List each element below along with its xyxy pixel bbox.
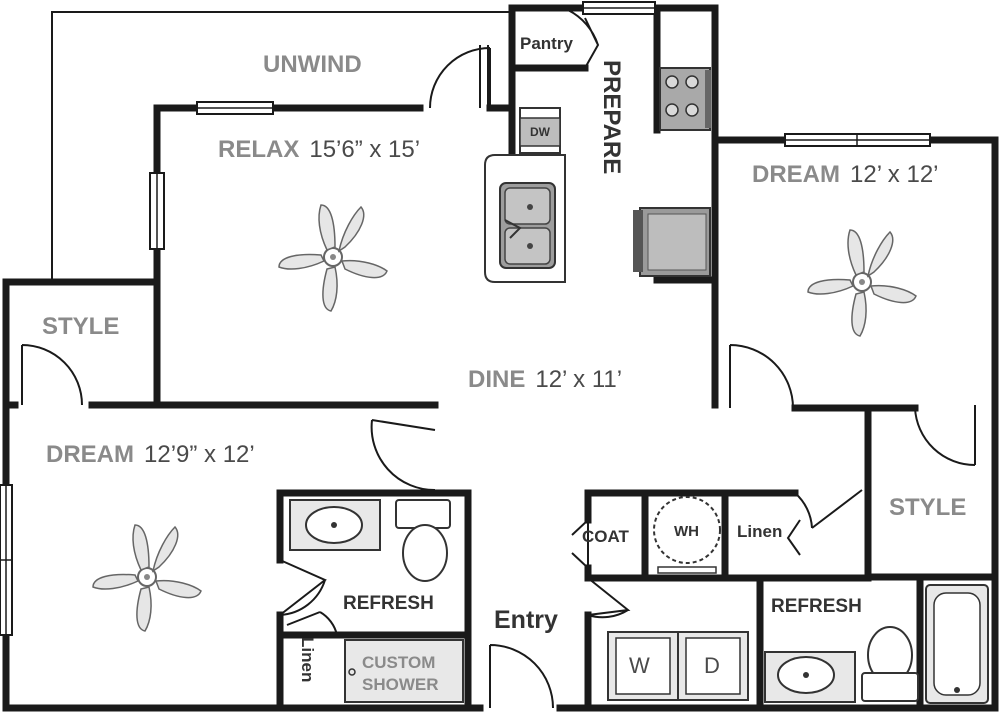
windows [0, 1, 931, 636]
toilet-icon [402, 524, 448, 582]
balcony-door-jamb [479, 45, 489, 108]
laundry-fixtures [607, 631, 749, 701]
room-label-refresh-left: REFRESH [343, 593, 434, 614]
dw-label: DW [530, 125, 551, 139]
washer-label: W [629, 653, 650, 678]
dryer-label: D [704, 653, 720, 678]
room-label-linen-left: Linen [298, 637, 317, 682]
room-label-style-left: STYLE [42, 313, 119, 340]
custom-shower-line2: SHOWER [362, 675, 439, 694]
room-label-wh: WH [674, 523, 699, 540]
doors [21, 9, 976, 709]
room-label-style-right: STYLE [889, 494, 966, 521]
balcony-outline [51, 11, 512, 280]
bath-left-fixtures [289, 499, 464, 703]
water-heater-icon [653, 496, 721, 564]
ceiling-fan-icon [278, 204, 388, 312]
room-label-coat: COAT [582, 527, 630, 546]
custom-shower-line1: CUSTOM [362, 653, 435, 672]
room-label-refresh-right: REFRESH [771, 596, 862, 617]
ceiling-fan-icon [807, 229, 917, 337]
bath-right-fixtures [764, 584, 989, 704]
room-label-entry: Entry [494, 606, 558, 634]
room-label-unwind: UNWIND [263, 51, 362, 78]
ceiling-fan-icon [92, 524, 202, 632]
kitchen-fixtures [484, 67, 711, 283]
walls [2, 4, 999, 712]
room-label-prepare: PREPARE [598, 60, 625, 174]
room-label-linen-right: Linen [737, 522, 782, 541]
room-label-pantry: Pantry [520, 34, 573, 53]
